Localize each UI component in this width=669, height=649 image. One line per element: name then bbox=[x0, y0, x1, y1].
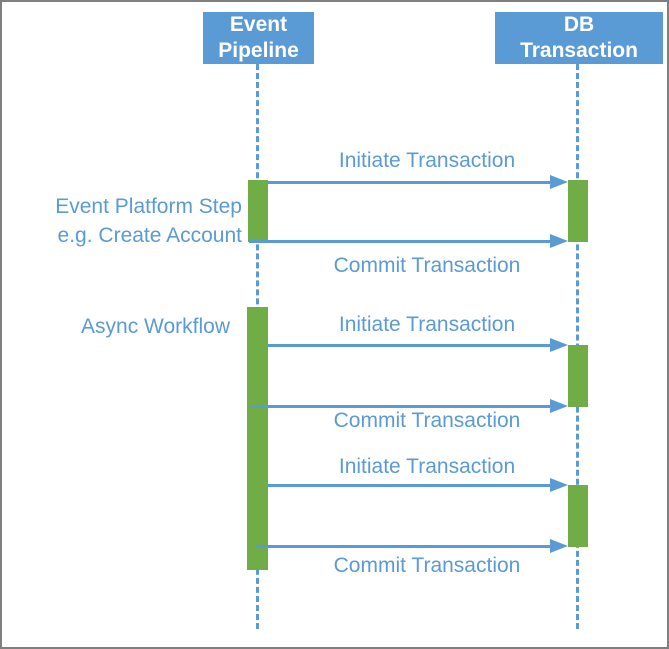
message-label: Commit Transaction bbox=[333, 254, 521, 277]
activation-db-transaction-1 bbox=[568, 180, 588, 242]
actor-label-line1: DB bbox=[563, 13, 595, 36]
message-label: Commit Transaction bbox=[333, 554, 521, 577]
note-line1: Event Platform Step bbox=[55, 195, 242, 218]
note-line1: Async Workflow bbox=[81, 315, 230, 338]
message-label: Initiate Transaction bbox=[338, 455, 516, 478]
note-event-platform-step: Event Platform Step e.g. Create Account bbox=[12, 192, 242, 250]
actor-header-db-transaction: DB Transaction bbox=[495, 12, 663, 64]
actor-label-line1: Event bbox=[229, 13, 288, 36]
activation-db-transaction-2 bbox=[568, 345, 588, 407]
arrowhead-right-icon bbox=[550, 399, 568, 413]
actor-header-event-pipeline: Event Pipeline bbox=[203, 12, 314, 64]
arrowhead-right-icon bbox=[550, 478, 568, 492]
message-line bbox=[251, 405, 553, 408]
actor-label-line2: Transaction bbox=[520, 39, 638, 62]
activation-async-workflow bbox=[247, 307, 268, 570]
message-label: Commit Transaction bbox=[333, 409, 521, 432]
message-line bbox=[268, 484, 553, 487]
actor-label-line2: Pipeline bbox=[218, 39, 299, 62]
note-async-workflow: Async Workflow bbox=[12, 312, 230, 341]
arrowhead-right-icon bbox=[550, 539, 568, 553]
message-label: Initiate Transaction bbox=[338, 149, 516, 172]
message-label: Initiate Transaction bbox=[338, 313, 516, 336]
message-line bbox=[249, 240, 553, 243]
message-line bbox=[268, 181, 553, 184]
arrowhead-right-icon bbox=[550, 175, 568, 189]
arrowhead-right-icon bbox=[550, 234, 568, 248]
arrowhead-right-icon bbox=[550, 338, 568, 352]
note-line2: e.g. Create Account bbox=[57, 224, 242, 247]
message-line bbox=[268, 344, 553, 347]
message-line bbox=[255, 545, 553, 548]
activation-event-platform-step bbox=[248, 180, 268, 242]
activation-db-transaction-3 bbox=[568, 485, 588, 547]
